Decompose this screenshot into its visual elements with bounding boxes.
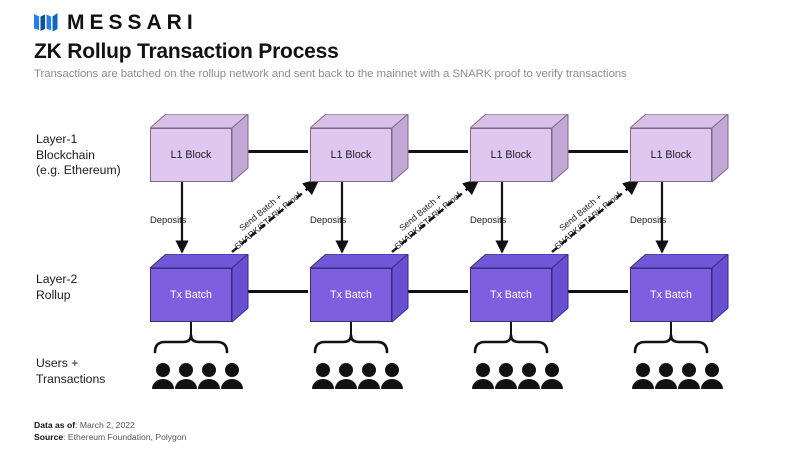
- l1-block-3-top-face: [468, 113, 570, 129]
- person-icon: [381, 363, 403, 389]
- row-label-users-line2: Transactions: [36, 371, 106, 386]
- deposits-label-1: Deposits: [150, 214, 187, 225]
- footer-source: Source: Ethereum Foundation, Polygon: [34, 432, 186, 444]
- footer-data-as-of-value: : March 2, 2022: [75, 420, 135, 430]
- l2-block-2-label: Tx Batch: [310, 268, 392, 322]
- l1-block-2-label: L1 Block: [310, 128, 392, 182]
- person-icon: [175, 363, 197, 389]
- deposits-label-4: Deposits: [630, 214, 667, 225]
- brace-1: [153, 334, 229, 354]
- row-label-users-line1: Users +: [36, 356, 79, 370]
- brand-logo: MESSARI: [34, 11, 198, 33]
- row-label-layer1: Layer-1 Blockchain (e.g. Ethereum): [36, 132, 121, 179]
- person-icon: [358, 363, 380, 389]
- brace-2: [313, 334, 389, 354]
- l1-block-4-side-face: [711, 112, 729, 184]
- page-subtitle: Transactions are batched on the rollup n…: [34, 68, 627, 80]
- person-icon: [152, 363, 174, 389]
- person-icon: [701, 363, 723, 389]
- l1-block-3-label: L1 Block: [470, 128, 552, 182]
- l2-block-3-label: Tx Batch: [470, 268, 552, 322]
- proof-label-2-line1: Send Batch +: [397, 191, 444, 233]
- l2-block-1-side-face: [231, 252, 249, 324]
- person-icon: [678, 363, 700, 389]
- footer-source-value: : Ethereum Foundation, Polygon: [63, 431, 187, 442]
- l2-block-4-side-face: [711, 252, 729, 324]
- proof-label-3-line2: SNARK/STARK Proof: [551, 189, 623, 252]
- l1-block-1-side-face: [231, 112, 249, 184]
- l2-connector-2: [408, 290, 468, 293]
- row-label-layer1-line2: Blockchain: [36, 147, 95, 162]
- proof-label-2: Send Batch + SNARK/STARK Proof: [371, 170, 476, 263]
- person-icon: [632, 363, 654, 389]
- l1-block-4-top-face: [628, 113, 730, 129]
- proof-label-3-line1: Send Batch +: [557, 191, 604, 233]
- l1-connector-3: [568, 150, 628, 153]
- l1-block-2-side-face: [391, 112, 409, 184]
- person-icon: [495, 363, 517, 389]
- footer-source-label: Source: [34, 431, 64, 442]
- l1-block-4-label: L1 Block: [630, 128, 712, 182]
- deposits-label-3: Deposits: [470, 214, 507, 225]
- l1-block-3-side-face: [551, 112, 569, 184]
- person-icon: [335, 363, 357, 389]
- l2-block-4-top-face: [628, 253, 730, 269]
- brace-3: [473, 334, 549, 354]
- user-group-2: [312, 363, 403, 389]
- l2-block-3-side-face: [551, 252, 569, 324]
- proof-label-1-line2: SNARK/STARK Proof: [231, 189, 303, 252]
- l1-block-2-top-face: [308, 113, 410, 129]
- row-label-layer1-line1: Layer-1: [36, 132, 78, 146]
- l2-block-2-side-face: [391, 252, 409, 324]
- person-icon: [312, 363, 334, 389]
- row-label-layer2-line2: Rollup: [36, 287, 71, 302]
- l1-block-1-top-face: [148, 113, 250, 129]
- l2-connector-3: [568, 290, 628, 293]
- user-group-4: [632, 363, 723, 389]
- row-label-layer2-line1: Layer-2: [36, 272, 78, 286]
- row-label-layer1-line3: (e.g. Ethereum): [36, 163, 121, 177]
- brand-wordmark: MESSARI: [67, 10, 198, 34]
- user-group-1: [152, 363, 243, 389]
- proof-label-2-line2: SNARK/STARK Proof: [391, 189, 463, 252]
- person-icon: [655, 363, 677, 389]
- proof-label-1-line1: Send Batch +: [237, 191, 284, 233]
- messari-bars-icon: [34, 11, 60, 33]
- l2-block-1-label: Tx Batch: [150, 268, 232, 322]
- row-label-users: Users + Transactions: [36, 356, 105, 387]
- l2-connector-1: [248, 290, 308, 293]
- footer-data-as-of: Data as of: March 2, 2022: [34, 420, 186, 432]
- page-title: ZK Rollup Transaction Process: [34, 40, 339, 63]
- person-icon: [221, 363, 243, 389]
- l2-block-4-label: Tx Batch: [630, 268, 712, 322]
- footer: Data as of: March 2, 2022 Source: Ethere…: [34, 420, 186, 443]
- person-icon: [518, 363, 540, 389]
- person-icon: [472, 363, 494, 389]
- brace-4: [633, 334, 709, 354]
- user-group-3: [472, 363, 563, 389]
- deposits-label-2: Deposits: [310, 214, 347, 225]
- l1-connector-2: [408, 150, 468, 153]
- row-label-layer2: Layer-2 Rollup: [36, 272, 77, 303]
- person-icon: [541, 363, 563, 389]
- l1-connector-1: [248, 150, 308, 153]
- footer-data-as-of-label: Data as of: [34, 420, 76, 430]
- l1-block-1-label: L1 Block: [150, 128, 232, 182]
- proof-label-1: Send Batch + SNARK/STARK Proof: [211, 170, 316, 263]
- proof-label-3: Send Batch + SNARK/STARK Proof: [531, 170, 636, 263]
- person-icon: [198, 363, 220, 389]
